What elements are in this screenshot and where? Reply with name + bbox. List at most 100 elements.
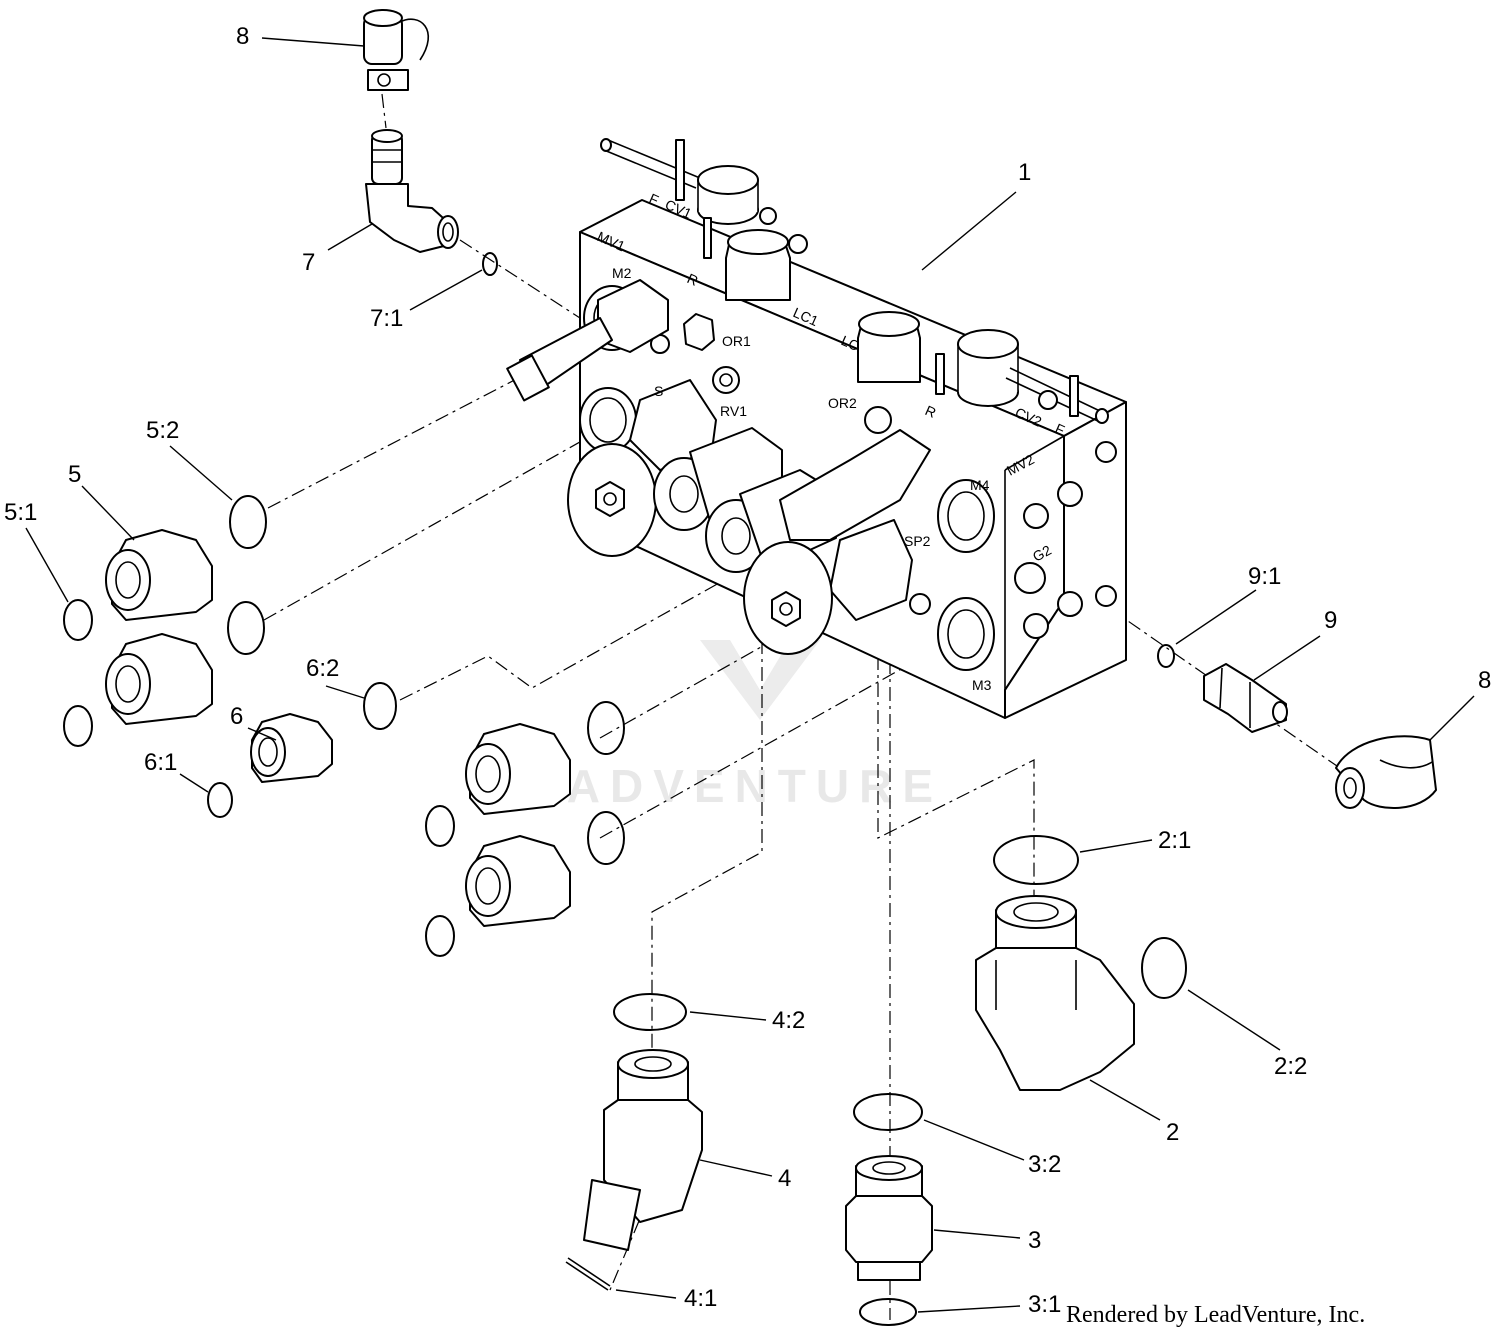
leader-5-2 [169,445,233,501]
leader-7-1 [409,269,483,311]
elbow-2-bore [1013,902,1059,922]
cap-strap [399,18,430,61]
fitting-face [465,855,511,917]
assembly-line-5b [263,424,611,621]
sp2-nut [771,591,801,627]
assembly-line-5 [267,371,531,509]
o-ring-4-1 [567,1257,611,1287]
small-port [1095,585,1117,607]
leader-3-2 [923,1119,1025,1161]
pin [935,353,945,395]
cv1-cap-top [697,165,759,195]
port-label-f-left: F [647,190,661,208]
manifold-edge-top [1004,435,1065,471]
fitting-bore [115,665,141,703]
straight-fitting-mid-lower [425,811,625,957]
leader-9 [1253,635,1321,681]
credit-text: Rendered by LeadVenture, Inc. [1066,1302,1365,1328]
fitting-bore [475,755,501,793]
straight-fitting-5-upper [63,495,267,641]
o-ring [587,701,625,755]
assembly-line-b [599,621,986,839]
assembly-line-4 [609,640,763,1291]
callout-8-top: 8 [236,23,249,50]
cv1-valve [600,138,777,259]
leader-3-1 [917,1305,1021,1313]
sp1-nut-center [603,492,617,506]
o-ring-2-1 [993,835,1079,885]
callout-4-2: 4:2 [772,1007,805,1034]
o-ring [425,915,455,957]
callout-labels: 8 1 7 7:1 5:2 5 5:1 6:2 6 6:1 9:1 9 8 2:… [4,23,1491,1318]
port-label-m4: M4 [970,477,990,493]
callout-3-2: 3:2 [1028,1151,1061,1178]
cv2-cap-top [957,329,1019,359]
leader-9-1 [1175,589,1257,645]
test-fitting-tip [1272,701,1288,723]
fitting-face [465,743,511,805]
port-label-m2: M2 [612,265,632,281]
connector-plug [506,354,550,402]
o-ring-3-1 [859,1298,917,1326]
o-ring-2-2 [1141,937,1187,999]
leader-2 [1089,1079,1161,1121]
dust-cap-top [363,9,430,91]
o-ring [425,805,455,847]
cartridge-2-inner [721,517,751,555]
port-m3-inner [947,609,985,659]
callout-6: 6 [230,703,243,730]
leader-4-2 [689,1011,767,1021]
small-port [1057,481,1083,507]
rv1-port [712,366,740,394]
leader-4 [699,1159,773,1177]
solenoid-valve-sp1 [506,279,717,557]
o-ring [227,601,265,655]
assembly-line-7 [459,239,581,319]
pin [703,217,712,259]
o-ring-7-1 [482,252,498,276]
straight-adapter-3 [845,1093,933,1326]
cartridge-valves [653,427,931,573]
sp2-nut-center [779,602,793,616]
watermark-logo-icon [700,640,820,720]
elbow-4-outlet [583,1179,641,1251]
o-ring-6-1 [207,782,233,818]
o-ring-5-2 [229,495,267,549]
callout-5-2: 5:2 [146,417,179,444]
test-fitting-9 [1157,644,1288,733]
cap-tab-hole [1343,777,1357,799]
lc2-plug [857,311,945,395]
callout-7-1: 7:1 [370,305,403,332]
port-s1-inner [589,397,627,443]
leader-5 [81,485,135,541]
quick-coupler-top [371,129,403,143]
lc2-hex-top [858,311,920,337]
cv2-rod [1009,367,1103,413]
leader-4-1 [615,1289,677,1299]
straight-fitting-6 [207,682,397,818]
callout-4-1: 4:1 [684,1285,717,1312]
o-ring-6-2 [363,682,397,730]
test-fitting-body [1203,663,1287,733]
callout-4: 4 [778,1165,791,1192]
cap-tab [367,69,409,91]
cv2-plug [1038,390,1058,410]
elbow-outlet-inner [442,222,454,242]
port-label-g2: G2 [1030,542,1054,565]
callout-3-1: 3:1 [1028,1291,1061,1318]
port-label-or1: OR1 [722,333,751,349]
cap-tab [1335,767,1365,809]
or2-port [864,406,892,434]
callout-2-1: 2:1 [1158,827,1191,854]
adapter-3-bore [872,1161,906,1175]
leader-lines [25,37,1475,1313]
cv1-rod-end [600,138,612,152]
elbow-2-body [975,947,1135,1091]
o-ring [63,705,93,747]
small-port [1023,503,1049,529]
leader-2-1 [1079,839,1153,853]
small-port [909,593,931,615]
fitting-bore [475,867,501,905]
callout-6-1: 6:1 [144,749,177,776]
